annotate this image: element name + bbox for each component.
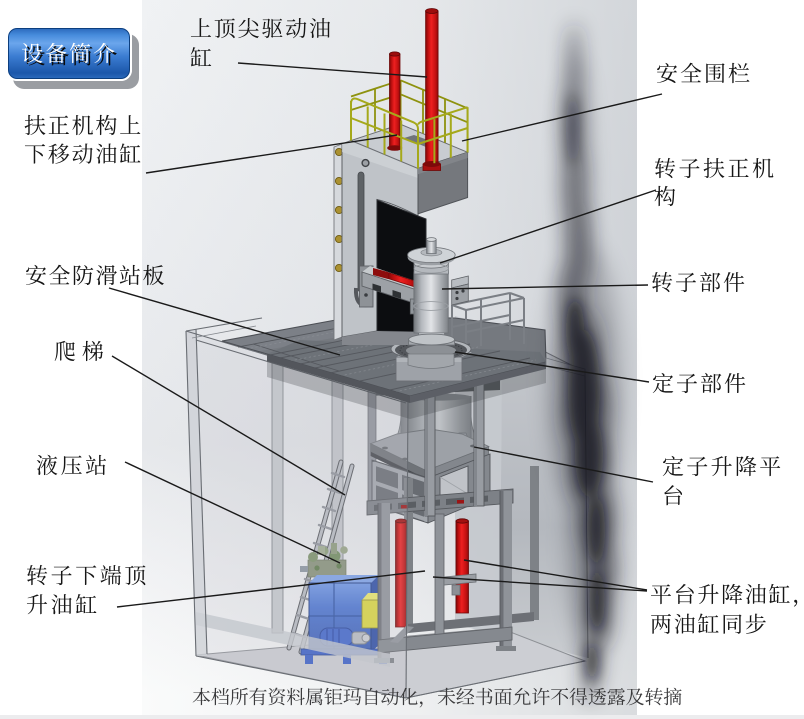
pit-enclosure-near <box>185 317 586 699</box>
leader-straightener-lift-cylinder <box>145 134 398 174</box>
pump-valves <box>300 543 348 578</box>
leader-rotor-part <box>441 284 649 290</box>
leader-platform-lift-cylinder-a <box>463 559 648 591</box>
section-badge-glyphs <box>21 42 117 66</box>
leader-anti-slip-platform <box>108 287 341 356</box>
section-badge[interactable]: 设备简介 <box>6 26 132 81</box>
callout-rotor-bottom-jack-cylinder: 转子下端顶 升油缸 <box>26 564 153 627</box>
leader-rotor-bottom-jack-cylinder <box>116 570 426 608</box>
deck-fence <box>451 292 525 354</box>
leader-rotor-straightener <box>439 189 657 264</box>
deck-under-shadow <box>267 361 546 419</box>
column-bolts <box>334 147 344 273</box>
callout-stator-part: 定子部件 <box>652 372 752 406</box>
callout-platform-lift-cylinders: 平台升降油缸， 两油缸同步 <box>650 583 804 647</box>
rotor-assembly <box>359 237 469 346</box>
head-railing-front <box>350 97 469 169</box>
section-badge-label: 设备简介 <box>22 43 118 75</box>
leader-ladder <box>111 355 346 496</box>
callout-safety-fence: 安全围栏 <box>656 62 756 96</box>
callout-top-center-drive-cylinder: 上顶尖驱动油 缸 <box>190 17 337 80</box>
watermark: 本档所有资料属钜玛自动化，未经书面允许不得透露及转摘 <box>192 687 687 715</box>
callout-anti-slip-platform: 安全防滑站板 <box>25 264 170 298</box>
bottom-strip <box>0 715 804 719</box>
callout-hydraulic-station: 液压站 <box>36 454 114 488</box>
callout-stator-lift-platform: 定子升降平 台 <box>662 455 788 518</box>
leader-platform-lift-cylinder-b <box>432 576 648 592</box>
callout-ladder: 爬梯 <box>54 340 114 374</box>
callout-straightener-lift-cylinder: 扶正机构上 下移动油缸 <box>24 114 147 176</box>
leader-safety-fence <box>461 93 663 142</box>
callout-rotor-straightener: 转子扶正机 构 <box>654 157 781 218</box>
leader-stator-lift-platform <box>473 446 654 483</box>
leader-hydraulic-station <box>124 461 341 564</box>
leader-lines <box>108 62 663 608</box>
leader-stator-part <box>454 351 650 383</box>
callout-rotor-part: 转子部件 <box>651 271 751 305</box>
leader-top-center-drive-cylinder <box>237 62 428 78</box>
